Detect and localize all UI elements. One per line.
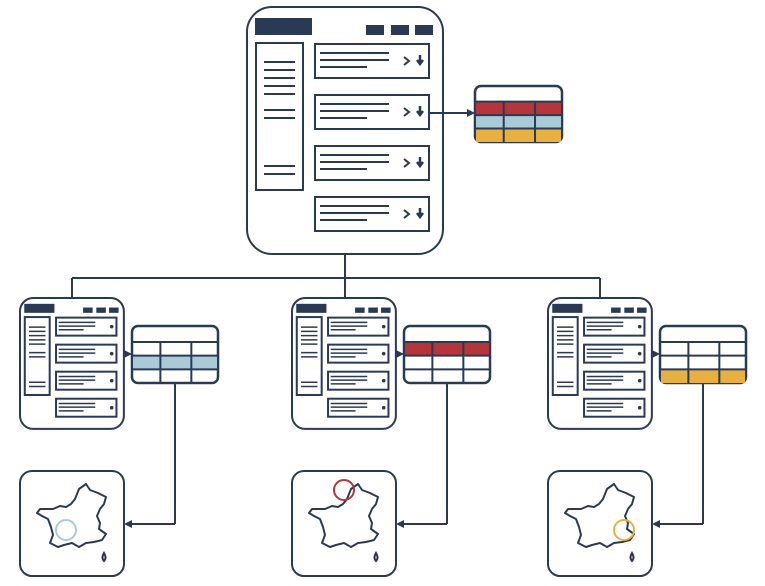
card-3: [55, 370, 118, 391]
card-action-icon: [381, 405, 386, 410]
region-marker-circle: [613, 519, 635, 541]
header-logo-bar: [255, 18, 312, 35]
sidebar: [23, 316, 51, 396]
card-1: [314, 43, 430, 79]
chevron-right-icon: [403, 56, 411, 66]
branch-table-3: [658, 324, 748, 385]
card-action-icon: [637, 351, 642, 356]
sidebar: [295, 316, 323, 396]
card-action-icon: [637, 378, 642, 383]
corsica-outline: [629, 551, 635, 563]
card-2: [327, 343, 390, 364]
card-action-icon: [381, 324, 386, 329]
card-action-icon: [381, 351, 386, 356]
branch-device-1: [19, 297, 125, 430]
card-4: [583, 397, 646, 418]
card-4: [314, 196, 430, 232]
table-row-2-blue: [476, 115, 561, 129]
corsica-outline: [101, 551, 107, 563]
sidebar-frame: [295, 316, 323, 396]
download-arrow-icon: [416, 106, 424, 118]
card-1: [583, 316, 646, 337]
header-logo-bar: [552, 303, 583, 313]
header-button-2: [368, 307, 378, 313]
header-button-2: [624, 307, 634, 313]
card-1: [327, 316, 390, 337]
branch-device-3: [547, 297, 653, 430]
card-3: [327, 370, 390, 391]
card-1: [55, 316, 118, 337]
card-4: [327, 397, 390, 418]
france-outline: [36, 483, 107, 548]
card-2: [583, 343, 646, 364]
sidebar-frame: [23, 316, 51, 396]
arrow-head-icon: [652, 520, 660, 528]
header-button-3: [381, 307, 391, 313]
chevron-right-icon: [403, 158, 411, 168]
card-2: [314, 94, 430, 130]
table-row-2-blue: [133, 355, 217, 370]
card-action-icon: [109, 405, 114, 410]
branch-table-2: [402, 324, 492, 385]
table-frame: [130, 324, 220, 385]
download-arrow-icon: [416, 55, 424, 67]
table-row-3-yellow: [661, 369, 745, 383]
branch-table-1: [130, 324, 220, 385]
header-button-1: [366, 25, 384, 35]
chevron-right-icon: [403, 107, 411, 117]
card-action-icon: [637, 405, 642, 410]
sidebar-frame: [551, 316, 579, 396]
arrow-head-icon: [396, 520, 404, 528]
arrow-head-icon: [124, 350, 132, 358]
header-logo-bar: [24, 303, 55, 313]
header-button-3: [415, 25, 433, 35]
header-button-1: [83, 307, 93, 313]
france-map-2: [291, 470, 397, 577]
header-button-2: [96, 307, 106, 313]
header-button-3: [109, 307, 119, 313]
arrow-head-icon: [124, 520, 132, 528]
card-4: [55, 397, 118, 418]
sidebar: [255, 42, 304, 191]
main-device: [246, 6, 444, 255]
card-action-icon: [109, 324, 114, 329]
card-action-icon: [381, 378, 386, 383]
arrow-head-icon: [652, 350, 660, 358]
arrow-head-icon: [396, 350, 404, 358]
card-2: [55, 343, 118, 364]
region-marker-circle: [55, 519, 77, 541]
header-button-2: [391, 25, 409, 35]
branch-device-2: [291, 297, 397, 430]
sidebar-frame: [255, 42, 304, 191]
main-table: [473, 84, 564, 144]
region-marker-circle: [333, 479, 355, 501]
arrow-head-icon: [467, 109, 475, 117]
card-3: [583, 370, 646, 391]
card-action-icon: [109, 378, 114, 383]
france-map-3: [547, 470, 653, 577]
card-action-icon: [109, 351, 114, 356]
header-button-1: [611, 307, 621, 313]
corsica-outline: [373, 551, 379, 563]
france-map-1: [19, 470, 125, 577]
table-row-1-red: [476, 101, 561, 116]
card-3: [314, 145, 430, 181]
table-row-1-red: [405, 341, 489, 356]
download-arrow-icon: [416, 157, 424, 169]
chevron-right-icon: [403, 209, 411, 219]
header-logo-bar: [296, 303, 327, 313]
download-arrow-icon: [416, 208, 424, 220]
france-outline: [308, 483, 379, 548]
card-action-icon: [637, 324, 642, 329]
table-row-3-yellow: [476, 128, 561, 142]
header-button-1: [355, 307, 365, 313]
header-button-3: [637, 307, 647, 313]
sidebar: [551, 316, 579, 396]
